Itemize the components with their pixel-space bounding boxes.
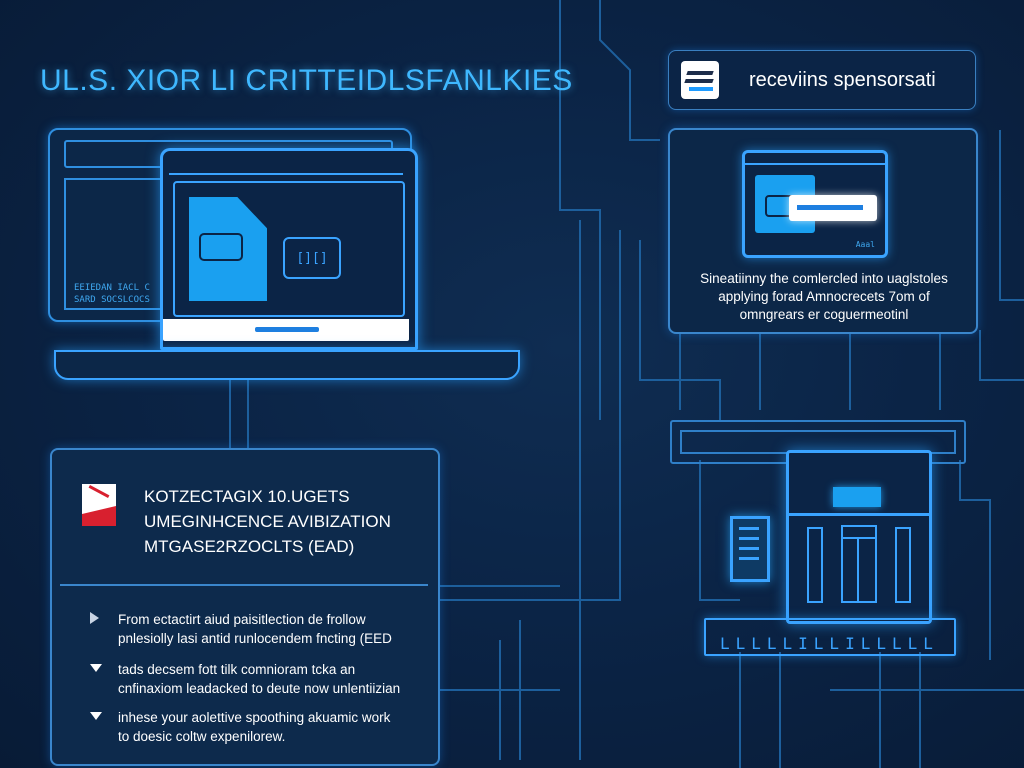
list-item-line: inhese your aolettive spoothing akuamic … [118, 710, 391, 725]
laptop-screen-bezel [163, 319, 409, 341]
laptop-caption-line-2: SARD SOCSLCOCS [74, 295, 150, 305]
laptop-caption-line-1: EEIEDAN IACL C [74, 283, 150, 293]
sponsor-logo-icon [681, 61, 719, 99]
building-base: LLLLLILLILLLLL [704, 618, 956, 656]
id-card-icon: [][] [283, 237, 341, 279]
list-item-line: tads decsem fott tilk comnioram tcka an [118, 662, 356, 677]
document-list-icon [730, 516, 770, 582]
laptop-caption: EEIEDAN IACL C SARD SOCSLCOCS [74, 282, 184, 306]
detail-divider [60, 584, 428, 586]
detail-heading: KOTZECTAGIX 10.UGETS UMEGINHCENCE AVIBIZ… [144, 484, 434, 559]
info-window-tag: Aaal [855, 240, 875, 249]
detail-panel: KOTZECTAGIX 10.UGETS UMEGINHCENCE AVIBIZ… [50, 448, 440, 766]
chevron-down-icon [90, 664, 102, 672]
info-line-3: omngrears er coguermeotinl [739, 307, 909, 322]
bank-building-icon [786, 450, 932, 624]
info-line-2: applying forad Amnocrecets 7om of [718, 289, 930, 304]
cursor-arrow-icon [90, 612, 99, 624]
laptop-progress-bar [255, 327, 319, 332]
sponsor-label: receviins spensorsati [749, 68, 936, 91]
info-panel: Aaal Sineatiinny the comlercled into uag… [668, 128, 978, 334]
sponsor-chip[interactable]: receviins spensorsati [668, 50, 976, 110]
page-title: UL.S. XIOR LI CRITTEIDLSFANLKIES [40, 64, 573, 97]
building-base-ticks: LLLLLILLILLLLL [720, 634, 939, 653]
info-description: Sineatiinny the comlercled into uaglstol… [684, 270, 964, 324]
building-door [841, 525, 877, 603]
detail-heading-line-3: MTGASE2RZOCLTS (EAD) [144, 537, 355, 556]
list-item-line: cnfinaxiom leadacked to deute now unlent… [118, 681, 401, 696]
laptop-window: [][] [173, 181, 405, 317]
card-chip-icon [199, 233, 243, 261]
detail-heading-line-1: KOTZECTAGIX 10.UGETS [144, 487, 350, 506]
laptop-keyboard-base [54, 350, 520, 380]
list-item-line: pnlesiolly lasi antid runlocendem fnctin… [118, 631, 392, 646]
info-line-1: Sineatiinny the comlercled into uaglstol… [700, 271, 948, 286]
detail-heading-line-2: UMEGINHCENCE AVIBIZATION [144, 512, 391, 531]
form-field-icon [789, 195, 877, 221]
list-item-line: to doesic coltw expenilorew. [118, 729, 286, 744]
laptop-screen-titlebar [169, 159, 403, 175]
chevron-down-icon [90, 712, 102, 720]
list-item-line: From ectactirt aiud paisitlection de fro… [118, 612, 366, 627]
building-sign [833, 487, 881, 507]
laptop-screen: [][] [160, 148, 418, 350]
info-window-illustration: Aaal [742, 150, 888, 258]
flag-icon [82, 484, 116, 526]
